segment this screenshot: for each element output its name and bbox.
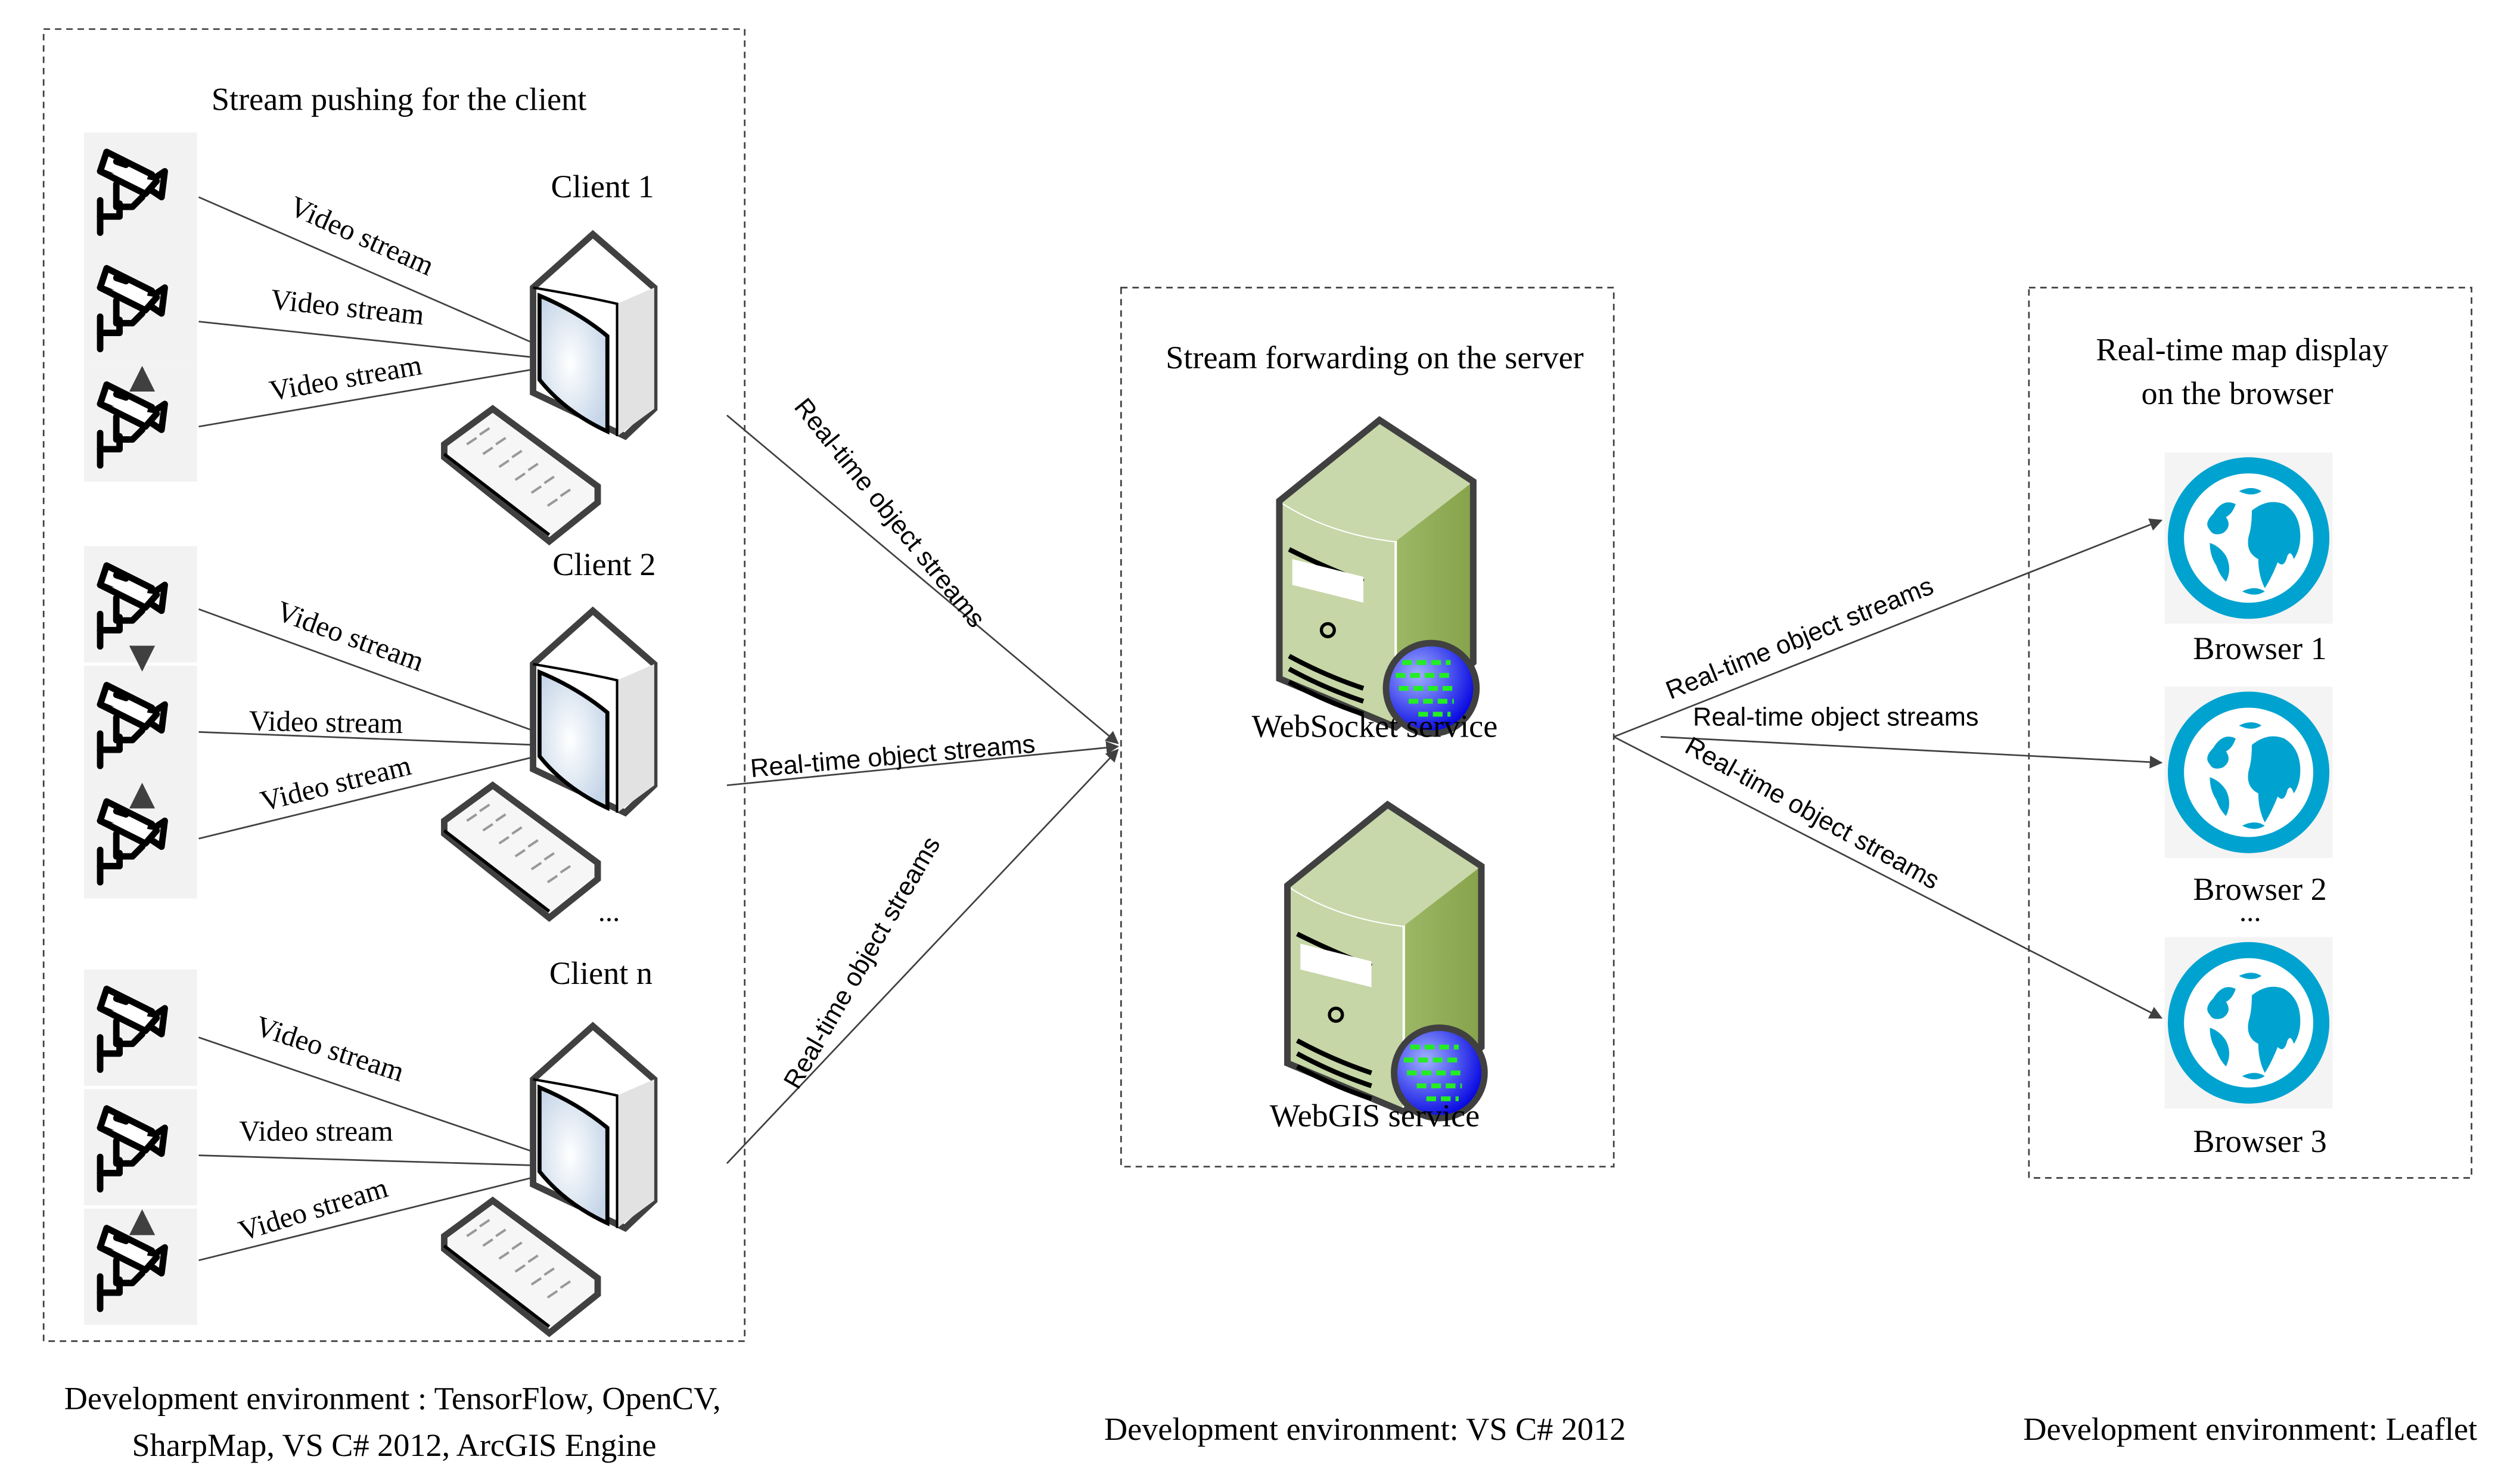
video-stream-line <box>198 746 577 840</box>
client-label: Client 2 <box>552 546 655 582</box>
browser-dev-env: Development environment: Leaflet <box>2023 1411 2477 1447</box>
video-stream-line <box>198 1166 577 1262</box>
object-stream-label: Real-time object streams <box>749 729 1036 783</box>
client-label: Client n <box>549 955 652 991</box>
desktop-computer-icon <box>444 1026 654 1333</box>
browser-label: Browser 3 <box>2193 1123 2326 1159</box>
object-stream-label: Real-time object streams <box>778 832 946 1094</box>
websocket-server-icon <box>1279 420 1477 734</box>
object-stream-label: Real-time object streams <box>1680 732 1944 895</box>
browser-globe-icon <box>2164 687 2333 858</box>
browser-ellipsis: ... <box>2239 895 2261 927</box>
video-stream-label: Video stream <box>248 705 403 740</box>
object-stream-label: Real-time object streams <box>1693 703 1978 731</box>
browser-panel-title-line1: Real-time map display <box>2096 332 2388 368</box>
object-stream-label: Real-time object streams <box>1662 572 1938 705</box>
server-panel-title: Stream forwarding on the server <box>1166 340 1584 375</box>
client-label: Client 1 <box>551 169 654 204</box>
video-stream-label: Video stream <box>251 1010 408 1088</box>
cctv-camera-icon <box>84 666 197 782</box>
browser-label: Browser 1 <box>2193 631 2326 666</box>
webgis-service-label: WebGIS service <box>1270 1098 1480 1134</box>
video-stream-line <box>198 361 577 428</box>
object-stream-connector <box>1613 736 2163 1019</box>
browser-panel-title-line2: on the browser <box>2141 375 2333 411</box>
video-stream-line <box>198 1154 577 1167</box>
server-dev-env: Development environment: VS C# 2012 <box>1104 1411 1626 1447</box>
object-stream-connector <box>1613 518 2163 738</box>
object-stream-connector <box>1660 736 2163 769</box>
video-stream-label: Video stream <box>257 749 414 818</box>
video-stream-line <box>198 196 577 363</box>
client-ellipsis: ... <box>598 895 620 927</box>
video-stream-line <box>198 321 577 363</box>
client-dev-env-line1: Development environment : TensorFlow, Op… <box>64 1380 721 1416</box>
object-stream-label: Real-time object streams <box>788 393 990 633</box>
browser-globe-icon <box>2164 452 2333 624</box>
video-stream-label: Video stream <box>239 1115 393 1147</box>
webgis-server-icon <box>1288 805 1485 1118</box>
desktop-computer-icon <box>444 234 654 541</box>
video-stream-line <box>198 1036 577 1167</box>
object-stream-connector <box>726 414 1119 744</box>
browser-panel <box>2028 287 2473 1179</box>
client-panel-title: Stream pushing for the client <box>212 81 586 117</box>
client-dev-env-line2: SharpMap, VS C# 2012, ArcGIS Engine <box>132 1427 656 1463</box>
server-panel <box>1120 287 1615 1167</box>
video-stream-line <box>198 731 577 747</box>
video-stream-line <box>198 608 577 747</box>
video-stream-label: Video stream <box>272 595 428 678</box>
object-stream-connector <box>726 741 1120 787</box>
client-group-n: Video stream Video stream Video stream C… <box>84 955 654 1333</box>
cctv-camera-icon <box>84 546 197 662</box>
cctv-camera-icon <box>84 132 197 249</box>
cctv-camera-icon <box>84 1089 197 1205</box>
browser-globe-icon <box>2164 937 2333 1108</box>
desktop-computer-icon <box>444 611 654 918</box>
websocket-service-label: WebSocket service <box>1252 708 1498 744</box>
client-group-1: Video stream Video stream Video stream C… <box>84 132 654 541</box>
browser-label: Browser 2 <box>2193 871 2326 907</box>
cctv-camera-icon <box>84 970 197 1086</box>
object-stream-connector <box>726 749 1119 1165</box>
video-stream-label: Video stream <box>269 283 426 331</box>
video-stream-label: Video stream <box>235 1172 391 1247</box>
video-stream-label: Video stream <box>267 349 424 407</box>
client-group-2: Video stream Video stream Video stream C… <box>84 546 656 927</box>
cctv-camera-icon <box>84 249 197 365</box>
client-panel <box>42 28 746 1342</box>
